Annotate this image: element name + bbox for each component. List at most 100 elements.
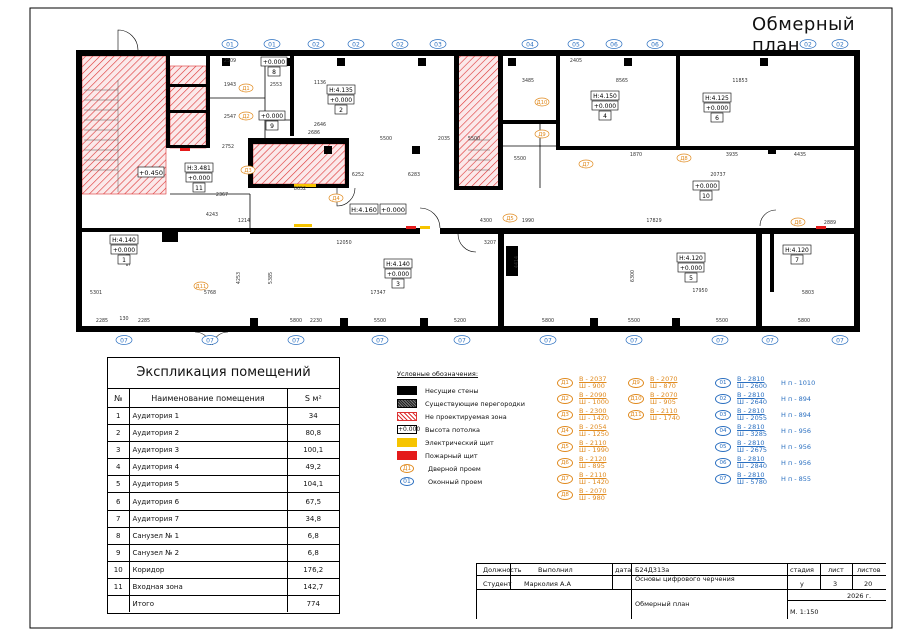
- stamp-performer: Марколия А.А: [524, 580, 571, 588]
- stamp-position: Студент: [483, 580, 512, 588]
- svg-text:02: 02: [804, 42, 812, 49]
- svg-text:H:4.150: H:4.150: [593, 93, 617, 100]
- dimension-label: 2285: [96, 318, 108, 324]
- svg-text:H:4.120: H:4.120: [785, 247, 809, 254]
- svg-text:3: 3: [396, 281, 400, 288]
- svg-text:06: 06: [651, 42, 659, 49]
- window-axis-tag: 01: [221, 39, 239, 49]
- dimension-label: 6252: [352, 172, 364, 178]
- svg-text:02: 02: [836, 42, 844, 49]
- svg-text:+0.000: +0.000: [261, 113, 283, 120]
- dimension-label: 5500: [716, 318, 728, 324]
- dimension-label: 2646: [314, 122, 326, 128]
- door-tag: Д2: [238, 111, 254, 121]
- window-axis-tag: 07: [371, 335, 389, 345]
- dimension-label: 2285: [138, 318, 150, 324]
- legend-item: Несущие стены: [397, 384, 525, 397]
- dimension-label: 6300: [630, 270, 636, 282]
- window-axis-tag: 07: [201, 335, 219, 345]
- window-axis-tag: 07: [287, 335, 305, 345]
- dimension-label: 5500: [628, 318, 640, 324]
- stamp-sheets: 20: [864, 580, 873, 588]
- window-axis-tag: 07: [831, 335, 849, 345]
- door-tag: Д3: [240, 165, 256, 175]
- door-tag: Д9: [534, 129, 550, 139]
- bearing-walls: [76, 50, 860, 332]
- dimension-label: 5500: [514, 156, 526, 162]
- level-450: +0.450: [139, 169, 163, 177]
- window-axis-tag: 06: [646, 39, 664, 49]
- svg-text:2: 2: [339, 107, 343, 114]
- svg-text:+0.000: +0.000: [263, 59, 285, 66]
- swatch-door: Д1: [400, 464, 414, 473]
- swatch-not-designed: [397, 412, 417, 421]
- window-axis-tag: 01: [263, 39, 281, 49]
- window-axis-tag: 02: [391, 39, 409, 49]
- legend-item: Электрический щит: [397, 436, 525, 449]
- dimension-label: 17950: [692, 288, 707, 294]
- dimension-label: 17347: [370, 290, 385, 296]
- dimension-label: 5200: [454, 318, 466, 324]
- svg-text:+0.000: +0.000: [387, 271, 409, 278]
- svg-text:05: 05: [572, 42, 580, 49]
- legend-item: Не проектируемая зона: [397, 410, 525, 423]
- dimension-label: 8565: [616, 78, 628, 84]
- svg-text:+0.000: +0.000: [113, 247, 135, 254]
- dimension-label: 2553: [270, 82, 282, 88]
- dimension-label: 5385: [268, 272, 274, 284]
- window-axis-tag: 07: [625, 335, 643, 345]
- svg-text:02: 02: [352, 42, 360, 49]
- svg-text:07: 07: [716, 338, 724, 345]
- svg-text:07: 07: [120, 338, 128, 345]
- stamp-course: Основы цифрового черчения: [635, 575, 735, 583]
- svg-text:4: 4: [603, 113, 607, 120]
- svg-text:1: 1: [122, 257, 126, 264]
- svg-text:06: 06: [610, 42, 618, 49]
- staircase: [84, 80, 490, 192]
- svg-text:07: 07: [766, 338, 774, 345]
- stamp-h-position: Должность: [483, 566, 522, 574]
- dimension-label: 5803: [802, 290, 814, 296]
- dimension-label: 1870: [630, 152, 642, 158]
- window-axis-tag: 07: [539, 335, 557, 345]
- window-axis-tag: 07: [761, 335, 779, 345]
- svg-text:04: 04: [526, 42, 534, 49]
- svg-text:Д2: Д2: [242, 114, 249, 120]
- dimension-label: 5768: [204, 290, 216, 296]
- corridor-height: H:4.160: [351, 206, 377, 214]
- dimension-label: 4243: [206, 212, 218, 218]
- dimension-label: 2547: [224, 114, 236, 120]
- svg-text:H:4.140: H:4.140: [386, 261, 410, 268]
- door-tag: Д7: [578, 159, 594, 169]
- dimension-label: 5800: [542, 318, 554, 324]
- swatch-ceiling: +0.000: [397, 425, 421, 434]
- explication-caption: Экспликация помещений: [108, 358, 339, 389]
- svg-text:03: 03: [434, 42, 442, 49]
- svg-text:Д7: Д7: [582, 162, 589, 168]
- svg-text:+0.000: +0.000: [706, 105, 728, 112]
- svg-text:H:4.140: H:4.140: [112, 237, 136, 244]
- dimension-label: 5500: [374, 318, 386, 324]
- stamp-h-stage: стадия: [790, 566, 814, 574]
- col-name: Наименование помещения: [129, 389, 288, 408]
- window-axis-tag: 07: [711, 335, 729, 345]
- svg-text:02: 02: [396, 42, 404, 49]
- stamp-code: Б24Д313а: [635, 566, 670, 574]
